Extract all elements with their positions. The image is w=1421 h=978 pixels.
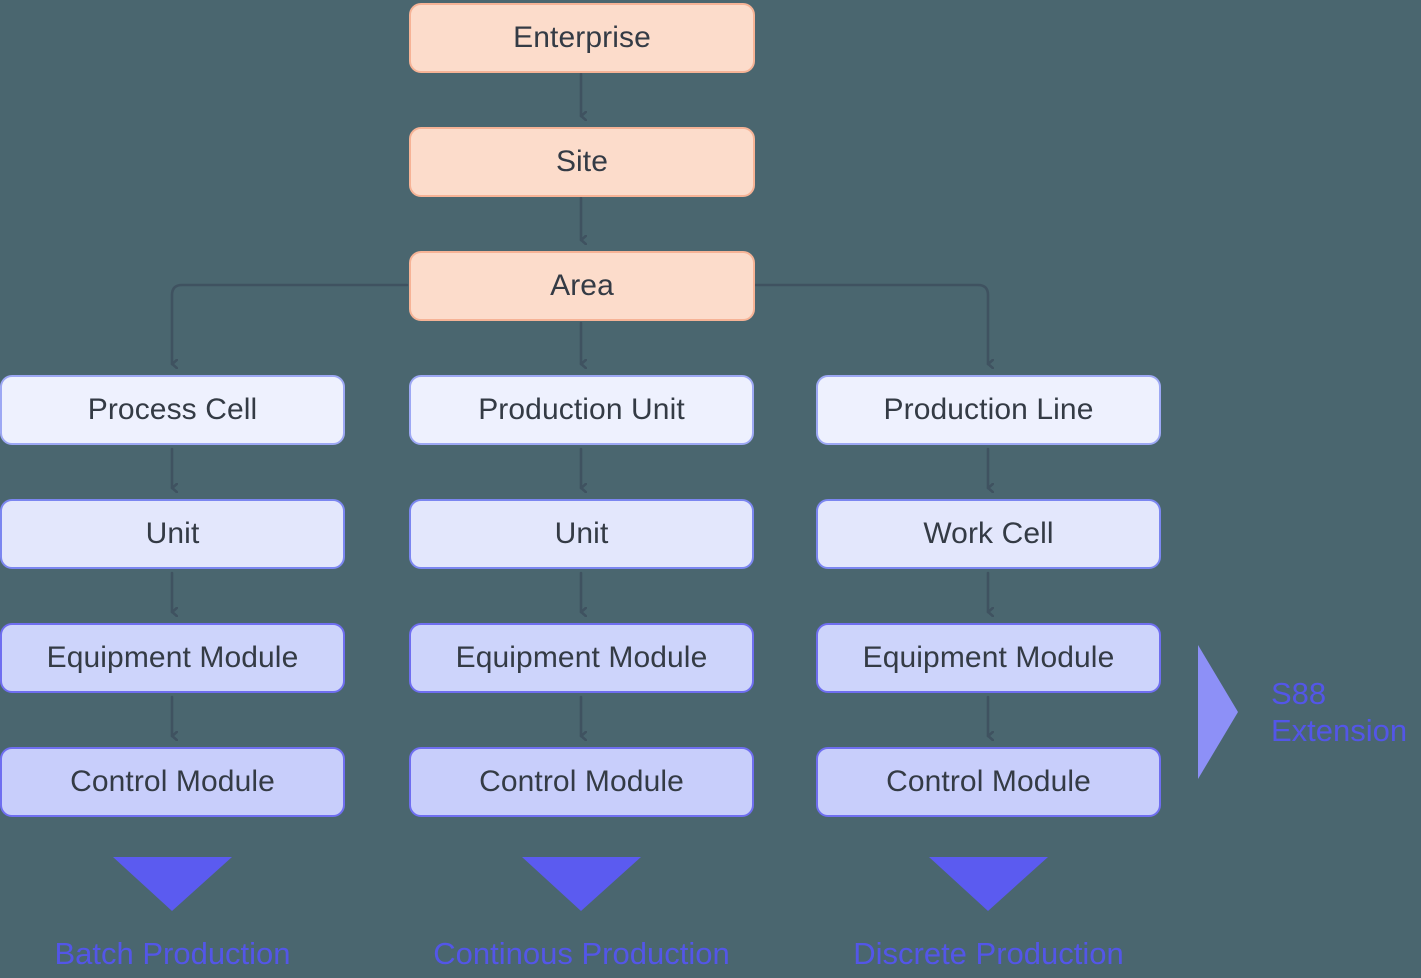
node-work-cell[interactable]: Work Cell — [816, 499, 1161, 569]
node-col3-equipment-module[interactable]: Equipment Module — [816, 623, 1161, 693]
node-production-unit[interactable]: Production Unit — [409, 375, 754, 445]
node-col2-control-module[interactable]: Control Module — [409, 747, 754, 817]
outcome-label-batch: Batch Production — [54, 936, 291, 971]
link-area-production-line — [753, 283, 988, 364]
node-col1-equipment-module-label: Equipment Module — [46, 641, 299, 674]
outcome-triangle-batch — [113, 857, 232, 911]
node-enterprise[interactable]: Enterprise — [409, 3, 755, 73]
node-col2-equipment-module-label: Equipment Module — [455, 641, 708, 674]
node-process-cell[interactable]: Process Cell — [0, 375, 345, 445]
node-production-unit-label: Production Unit — [478, 393, 685, 426]
link-area-process-cell — [170, 283, 409, 364]
outcome-label-continuous: Continous Production — [433, 936, 730, 971]
node-col2-equipment-module[interactable]: Equipment Module — [409, 623, 754, 693]
node-production-line-label: Production Line — [883, 393, 1094, 426]
node-col1-control-module-label: Control Module — [70, 765, 275, 798]
s88-extension-annotation: S88 Extension — [1271, 676, 1407, 749]
node-enterprise-label: Enterprise — [513, 21, 651, 54]
node-col3-control-module[interactable]: Control Module — [816, 747, 1161, 817]
node-col3-equipment-module-label: Equipment Module — [862, 641, 1115, 674]
node-col2-control-module-label: Control Module — [479, 765, 684, 798]
node-col1-equipment-module[interactable]: Equipment Module — [0, 623, 345, 693]
node-col2-unit-label: Unit — [554, 517, 609, 550]
node-process-cell-label: Process Cell — [87, 393, 258, 426]
node-col2-unit[interactable]: Unit — [409, 499, 754, 569]
outcome-triangle-continuous — [522, 857, 641, 911]
node-col1-control-module[interactable]: Control Module — [0, 747, 345, 817]
outcome-label-discrete: Discrete Production — [853, 936, 1124, 971]
node-col1-unit[interactable]: Unit — [0, 499, 345, 569]
s88-extension-marker-icon — [1198, 645, 1238, 779]
s88-extension-line2: Extension — [1271, 712, 1408, 748]
outcome-triangle-discrete — [929, 857, 1048, 911]
node-area[interactable]: Area — [409, 251, 755, 321]
node-site-label: Site — [555, 145, 609, 178]
node-work-cell-label: Work Cell — [923, 517, 1054, 550]
node-production-line[interactable]: Production Line — [816, 375, 1161, 445]
node-area-label: Area — [550, 269, 614, 302]
node-col1-unit-label: Unit — [145, 517, 200, 550]
s88-extension-line1: S88 — [1271, 676, 1327, 711]
node-col3-control-module-label: Control Module — [886, 765, 1091, 798]
node-site[interactable]: Site — [409, 127, 755, 197]
